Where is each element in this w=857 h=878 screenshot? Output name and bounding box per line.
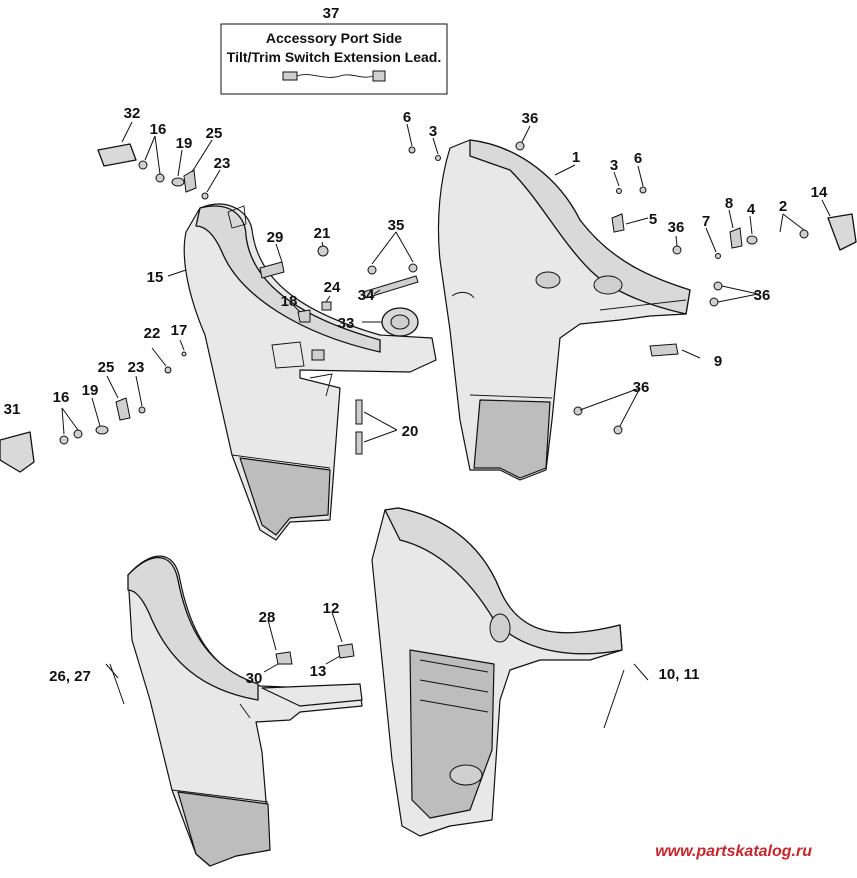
callout-25: 25 [206,125,223,142]
callout-3-b: 3 [610,157,618,174]
bracket-25a [183,169,197,193]
callout-36: 36 [522,110,539,127]
extension-lead-illustration [282,70,386,82]
callout-5: 5 [649,211,657,228]
callout-19-b: 19 [82,382,99,399]
bracket-25b [115,397,131,421]
pin-17 [181,351,187,357]
callout-6-b: 6 [634,150,642,167]
nut-21 [317,245,329,257]
washer-19a [171,177,185,187]
callout-1: 1 [572,149,580,166]
screw-36d [573,406,583,416]
clip-18 [297,309,311,323]
callout-22: 22 [144,325,161,342]
seal-20b [355,431,363,455]
screw-23a [201,192,209,200]
insert-9 [649,343,679,357]
starboard-lower-cover [127,555,363,867]
callout-12: 12 [323,600,340,617]
latch-14 [827,213,857,251]
harness-29 [259,261,285,279]
callout-23: 23 [214,155,231,172]
callout-31: 31 [4,401,21,418]
nut-2 [799,229,809,239]
callout-6: 6 [403,109,411,126]
callout-15: 15 [147,269,164,286]
port-cover-upper [437,139,691,481]
latch-32 [97,143,137,167]
screw-36b [672,245,682,255]
callout-23-b: 23 [128,359,145,376]
callout-37: 37 [323,5,340,22]
callout-13: 13 [310,663,327,680]
callout-16-b: 16 [53,389,70,406]
nut-clip-28 [275,651,293,665]
callout-25-b: 25 [98,359,115,376]
nut-clip-12 [337,643,355,659]
callout-21: 21 [314,225,331,242]
note-box [220,23,448,95]
callout-4: 4 [747,201,756,218]
callout-36-c: 36 [633,379,650,396]
callout-9: 9 [714,353,722,370]
bracket-8 [729,227,743,249]
callout-32: 32 [124,105,141,122]
leader-lines [61,121,831,729]
accessory-lead-note: 37 Accessory Port Side Tilt/Trim Switch … [220,5,448,95]
pin-3b [616,188,622,194]
callout-3: 3 [429,123,437,140]
washer-4 [746,235,758,245]
screw-6b [639,186,647,194]
screw-6a [408,146,416,154]
pin-3a [435,155,441,161]
callout-labels: 32 16 19 25 23 6 3 36 1 3 6 5 36 7 8 4 2… [4,105,828,687]
callout-30: 30 [246,670,263,687]
callout-8: 8 [725,195,733,212]
callout-10-11: 10, 11 [659,666,700,683]
seal-20a [355,399,363,425]
screw-36c [713,281,723,291]
watermark: www.partskatalog.ru [655,843,812,860]
pin-7 [715,253,721,259]
callout-2: 2 [779,198,787,215]
callout-18: 18 [281,293,298,310]
note-line-1: Accessory Port Side [266,30,402,46]
starboard-lower-cover-upper [183,203,437,541]
callout-29: 29 [267,229,284,246]
clip-5 [611,213,625,233]
port-lower-cover [371,507,623,837]
screw-23b [138,406,146,414]
callout-35: 35 [388,217,405,234]
screw-36a [515,141,525,151]
callout-19: 19 [176,135,193,152]
callout-20: 20 [402,423,419,440]
nut-16a [138,160,148,170]
callout-7: 7 [702,213,710,230]
callout-33: 33 [338,315,355,332]
callout-28: 28 [259,609,276,626]
note-line-2: Tilt/Trim Switch Extension Lead. [227,49,441,65]
washer-19b [95,425,109,435]
callout-34: 34 [358,287,375,304]
callout-36-b: 36 [668,219,685,236]
callout-16: 16 [150,121,167,138]
callout-17: 17 [171,322,188,339]
callout-24: 24 [324,279,341,296]
latch-31 [0,431,35,473]
callout-14: 14 [811,184,828,201]
callout-26-27: 26, 27 [49,668,91,685]
screw-22 [164,366,172,374]
screw-24 [321,301,332,311]
callout-36-d: 36 [754,287,771,304]
nut-16b [59,435,69,445]
